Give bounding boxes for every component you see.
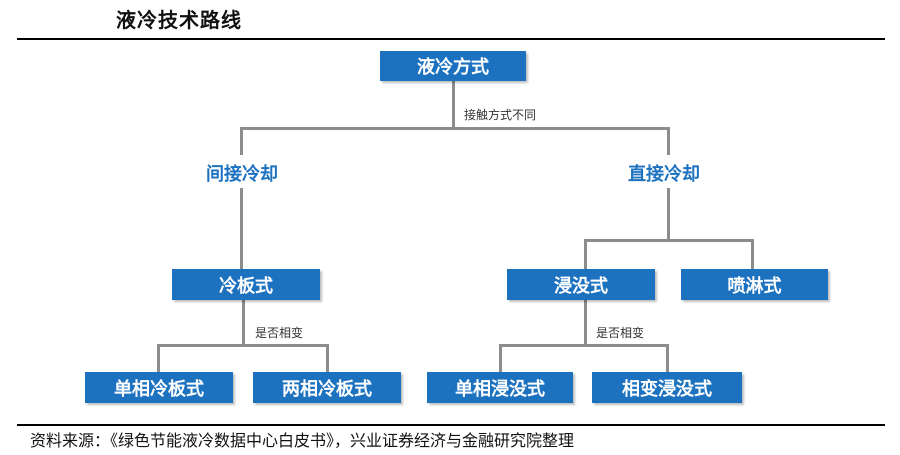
- single-phase-plate-node: 单相冷板式: [85, 372, 233, 403]
- phase-change-immersion-node: 相变浸没式: [592, 372, 742, 403]
- root-node: 液冷方式: [380, 51, 526, 81]
- top-divider: [17, 38, 885, 40]
- root-branch-note: 接触方式不同: [464, 108, 537, 122]
- cold-plate-node: 冷板式: [172, 269, 320, 300]
- single-phase-immersion-node: 单相浸没式: [427, 372, 573, 403]
- source-note: 资料来源：《绿色节能液冷数据中心白皮书》，兴业证券经济与金融研究院整理: [30, 431, 575, 450]
- direct-cooling-label: 直接冷却: [628, 164, 700, 185]
- two-phase-plate-node: 两相冷板式: [253, 372, 401, 403]
- bottom-divider: [17, 424, 885, 426]
- immersion-node: 浸没式: [507, 269, 655, 300]
- cold-plate-phase-note: 是否相变: [255, 326, 304, 340]
- page-title: 液冷技术路线: [116, 8, 242, 32]
- immersion-phase-note: 是否相变: [596, 326, 645, 340]
- indirect-cooling-label: 间接冷却: [206, 164, 278, 185]
- spray-node: 喷淋式: [681, 269, 828, 300]
